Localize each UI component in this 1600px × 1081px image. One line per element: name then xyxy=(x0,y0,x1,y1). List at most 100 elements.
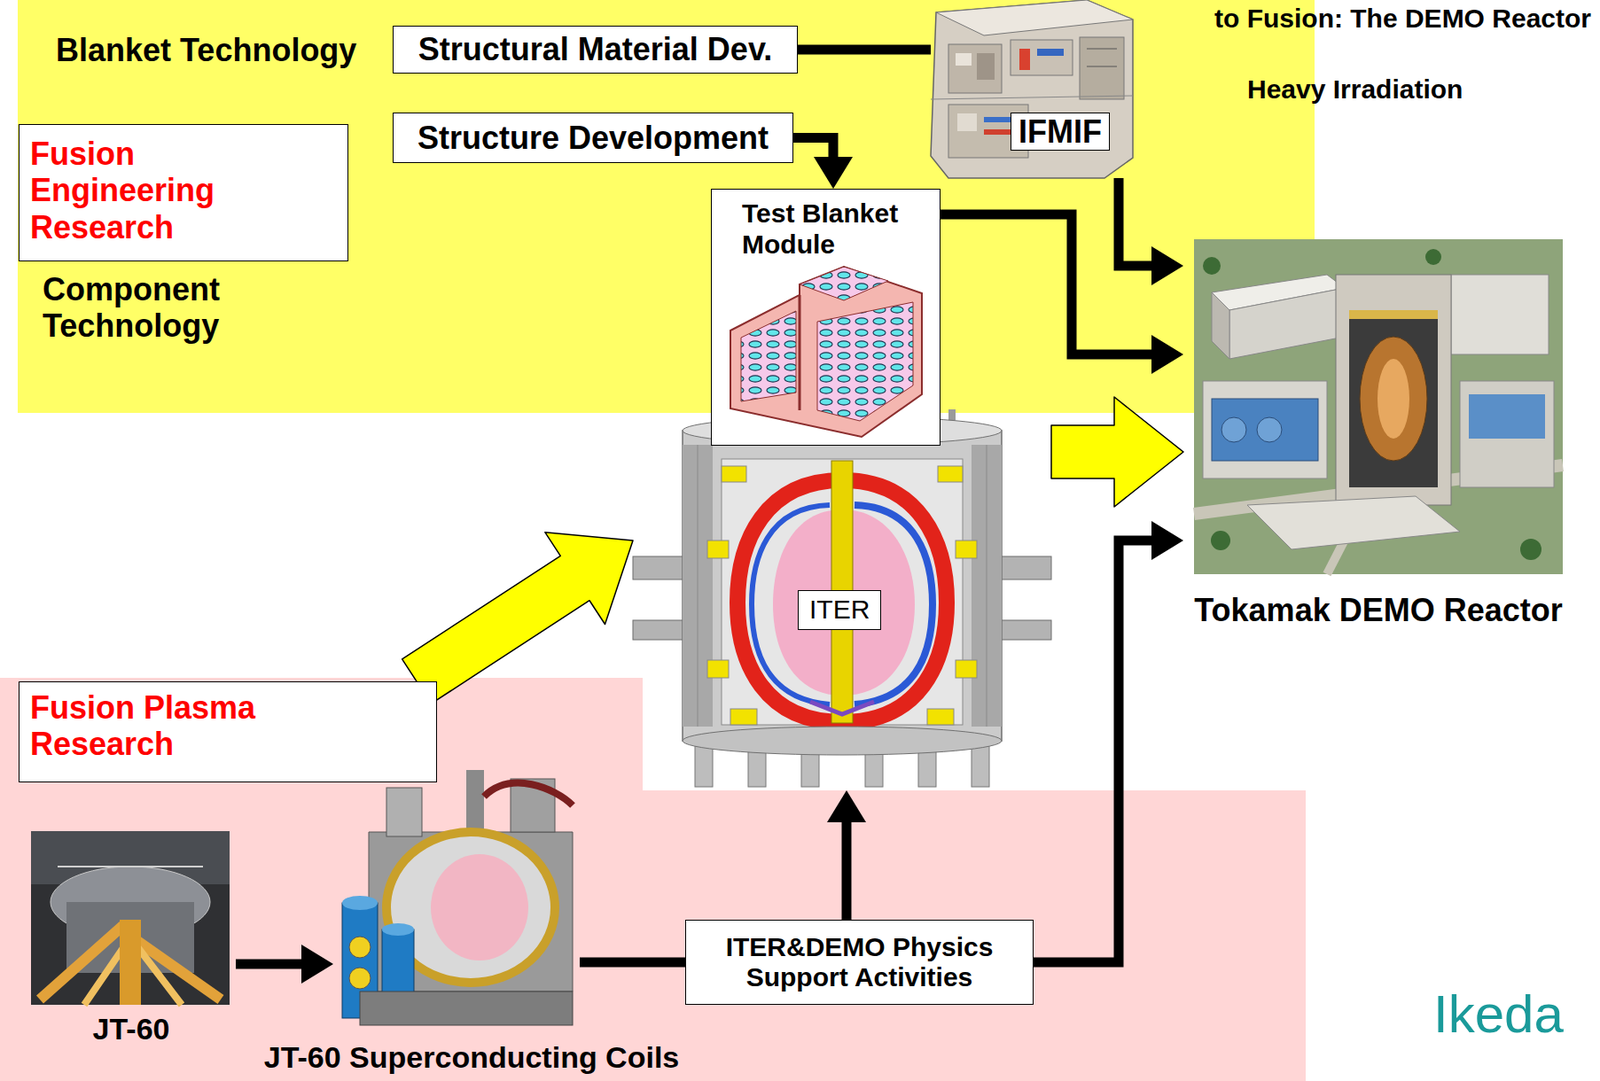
label-slot: Heavy Irradiation xyxy=(1247,74,1463,106)
text-slot: JT-60 xyxy=(26,1012,236,1047)
node-text: Component Technology xyxy=(42,271,256,345)
ifmif-illustration-shape xyxy=(1086,66,1117,68)
demo-plant-illustration-shape xyxy=(1349,310,1438,488)
jt60-coils-illustration-shape xyxy=(386,788,422,837)
connector-line xyxy=(235,960,305,970)
test-blanket-illustration-shape xyxy=(730,266,922,438)
node-text: Structure Development xyxy=(417,119,769,157)
author-credit: Ikeda xyxy=(1433,983,1564,1046)
node-text: ITER&DEMO Physics Support Activities xyxy=(694,932,1024,994)
iter-illustration-shape xyxy=(721,466,747,483)
demo-plant-illustration-shape xyxy=(1335,274,1452,506)
demo-plant-illustration-shape xyxy=(1194,239,1563,575)
iter-illustration-shape xyxy=(730,709,758,726)
iter-illustration-shape xyxy=(994,556,1052,580)
demo-plant-illustration-shape xyxy=(1202,257,1221,275)
jt60-coils-illustration-shape xyxy=(359,991,573,1026)
ifmif-illustration xyxy=(930,0,1133,179)
iter-illustration-shape xyxy=(632,556,690,580)
jt60-illustration-shape xyxy=(31,831,230,1006)
test-blanket-illustration-shape xyxy=(710,188,941,446)
text-slot: Tokamak DEMO Reactor xyxy=(1183,592,1574,629)
iter-illustration-shape xyxy=(955,660,977,679)
text-slot: Fusion Engineering Research xyxy=(30,135,235,246)
iter-illustration-shape xyxy=(927,709,954,726)
arrowhead xyxy=(813,156,853,189)
background-bands-shape xyxy=(0,678,1306,1081)
text-slot: Component Technology xyxy=(42,271,256,345)
demo-plant-illustration-shape xyxy=(1210,530,1231,551)
jt60-coils-illustration-shape xyxy=(483,783,573,806)
ifmif-illustration-shape xyxy=(1079,37,1124,100)
connector xyxy=(579,962,686,964)
node-text: JT-60 xyxy=(26,1012,236,1047)
test-blanket-illustration-shape xyxy=(799,266,889,301)
demo-plant-illustration-shape xyxy=(1202,381,1327,479)
iter-illustration-shape xyxy=(632,620,687,640)
connector-line xyxy=(579,958,686,968)
ifmif-illustration-shape xyxy=(930,95,1133,100)
text-slot: Blanket Technology xyxy=(55,31,411,69)
node-text: IFMIF xyxy=(1010,112,1110,151)
iter-illustration-shape xyxy=(810,702,875,715)
demo-plant-illustration-shape xyxy=(1256,417,1282,443)
arrowhead xyxy=(827,790,867,823)
demo-plant-illustration-shape xyxy=(1459,381,1554,488)
tokamak-picture: ITER xyxy=(632,407,1052,791)
jt60-illustration-shape xyxy=(57,866,203,868)
test-blanket-illustration-shape xyxy=(817,302,914,422)
connector xyxy=(1051,397,1184,508)
connector xyxy=(402,532,633,704)
title-slot: to Fusion: The DEMO Reactor xyxy=(1214,3,1592,35)
label-slot: Ikeda xyxy=(1433,983,1564,1046)
connector xyxy=(940,214,1184,375)
arrowhead xyxy=(301,944,334,984)
connector xyxy=(793,138,853,190)
demo-plant-illustration-shape xyxy=(1349,310,1438,320)
ifmif-illustration-shape xyxy=(1086,48,1117,50)
node-text: Tokamak DEMO Reactor xyxy=(1183,592,1574,629)
demo-plant-illustration-shape xyxy=(1359,336,1428,461)
jt60-coils-illustration-shape xyxy=(342,896,378,911)
jt60-coils-illustration xyxy=(333,770,580,1026)
demo-plant-illustration-shape xyxy=(1211,398,1319,461)
connector xyxy=(235,944,334,984)
engineering-band: Blanket TechnologyComponent Technology Fu… xyxy=(17,0,1315,414)
connector-line xyxy=(1118,178,1155,266)
iter-illustration-shape xyxy=(707,540,729,559)
iter-illustration-shape xyxy=(986,444,988,727)
iter-illustration-shape xyxy=(971,444,1002,727)
connector xyxy=(827,790,867,921)
connector xyxy=(1033,521,1184,963)
node-text: JT-60 Superconducting Coils xyxy=(249,1040,694,1076)
ifmif-illustration-shape xyxy=(948,44,1002,94)
text-slot: ITER xyxy=(797,590,882,631)
text-slot: Test Blanket Module xyxy=(741,198,920,260)
iter-illustration-shape xyxy=(955,540,977,559)
connector-line xyxy=(797,45,931,55)
node-text: Blanket Technology xyxy=(55,31,411,69)
connector xyxy=(797,49,931,51)
research-heading-box: Fusion Plasma Research xyxy=(18,681,438,783)
node-text: Fusion Engineering Research xyxy=(30,135,235,246)
jt60-illustration xyxy=(31,831,230,1006)
demo-plant-illustration xyxy=(1194,239,1563,575)
research-heading-box: Fusion Engineering Research xyxy=(18,124,349,262)
module-box: Test Blanket Module xyxy=(710,188,941,446)
ifmif-illustration-shape xyxy=(930,0,1133,179)
connector-line xyxy=(842,819,852,921)
text-slot: JT-60 Superconducting Coils xyxy=(249,1040,694,1076)
process-box: ITER&DEMO Physics Support Activities xyxy=(685,920,1034,1006)
plant-picture: Tokamak DEMO Reactor xyxy=(1183,239,1574,634)
text-slot: IFMIF xyxy=(1010,112,1110,151)
iter-illustration-shape xyxy=(682,430,1002,742)
demo-plant-illustration-shape xyxy=(1425,249,1442,266)
ifmif-illustration-shape xyxy=(1037,48,1064,56)
block-arrow xyxy=(402,532,633,704)
iter-illustration-shape xyxy=(682,444,713,727)
demo-plant-illustration-shape xyxy=(1229,288,1345,360)
ifmif-illustration-shape xyxy=(936,0,1133,36)
connector xyxy=(1118,178,1184,286)
